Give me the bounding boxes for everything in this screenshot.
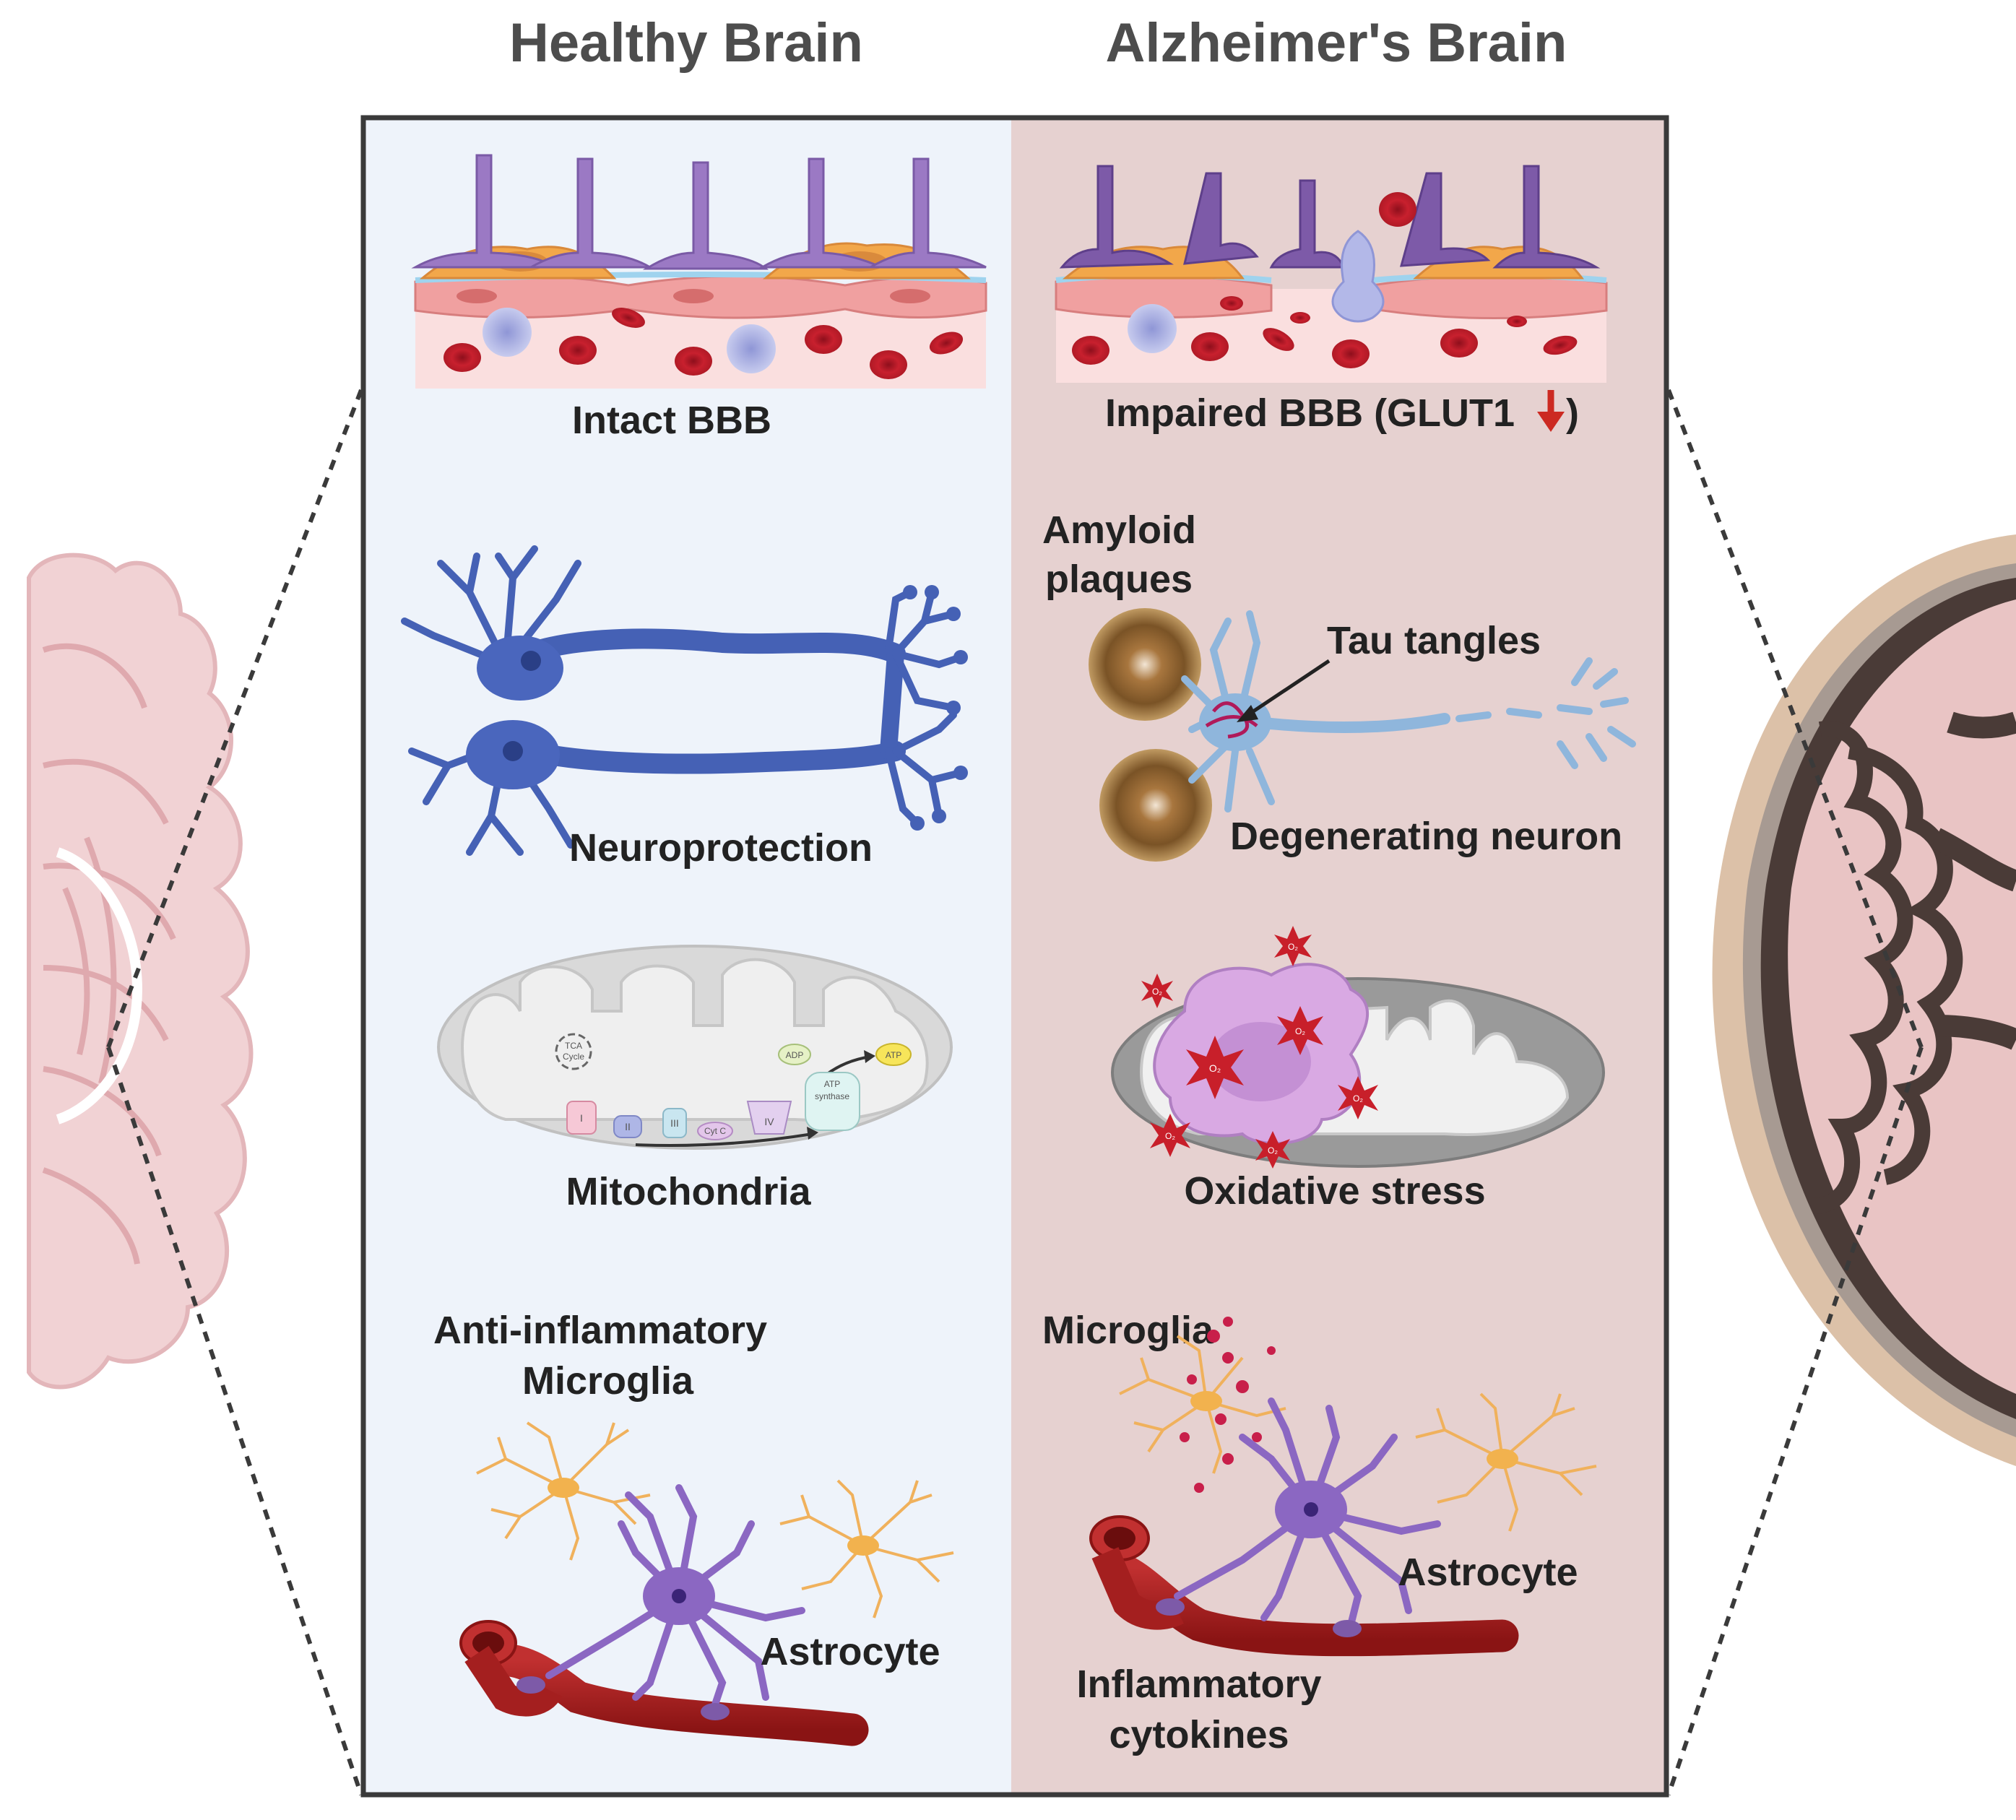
label-tca-1: TCA — [565, 1041, 582, 1051]
intact-bbb-illustration — [411, 154, 987, 389]
label-oxidative-stress: Oxidative stress — [1184, 1169, 1485, 1213]
inflammatory-glia-illustration — [1089, 1317, 1597, 1657]
label-cyt-c: Cyt C — [704, 1126, 726, 1136]
ros-label: O₂ — [1209, 1062, 1221, 1074]
amyloid-plaque-lower — [1099, 749, 1212, 862]
healthy-glia-illustration — [459, 1421, 954, 1746]
header-healthy-brain: Healthy Brain — [509, 12, 863, 74]
label-astrocyte-alz: Astrocyte — [1398, 1551, 1578, 1594]
ros-burst-icon: O₂ — [1186, 1036, 1244, 1099]
label-anti-inflammatory: Anti-inflammatory — [433, 1309, 767, 1352]
label-complex-iii: III — [670, 1117, 679, 1129]
cytokine-dots — [1180, 1317, 1276, 1493]
ros-burst-icon: O₂ — [1274, 926, 1312, 966]
healthy-mitochondria-illustration: TCA Cycle ADP ATP ATP synthase I II III … — [437, 945, 953, 1150]
label-impaired-bbb-text: Impaired BBB (GLUT1 — [1105, 391, 1515, 435]
ros-burst-icon: O₂ — [1150, 1114, 1190, 1157]
amyloid-plaque-upper — [1089, 608, 1201, 721]
ros-label: O₂ — [1353, 1093, 1363, 1104]
label-complex-i: I — [580, 1112, 583, 1124]
header-alzheimers-brain: Alzheimer's Brain — [1106, 12, 1567, 74]
ros-burst-icon: O₂ — [1277, 1006, 1323, 1055]
ros-label: O₂ — [1152, 987, 1162, 997]
label-tau-tangles: Tau tangles — [1327, 619, 1541, 662]
label-tca-2: Cycle — [563, 1052, 584, 1062]
label-impaired-bbb-close: ) — [1566, 391, 1579, 435]
label-atp: ATP — [886, 1050, 901, 1060]
label-neuroprotection: Neuroprotection — [569, 826, 873, 870]
oxidative-stress-illustration: O₂ O₂ O₂ O₂ O₂ O₂ — [1111, 926, 1605, 1169]
label-amyloid-plaques-1: Amyloid — [1042, 508, 1196, 552]
ros-label: O₂ — [1165, 1131, 1175, 1141]
ros-burst-icon: O₂ — [1338, 1076, 1378, 1119]
label-atp-synthase-2: synthase — [815, 1091, 849, 1101]
label-microglia-healthy: Microglia — [522, 1359, 694, 1403]
ros-label: O₂ — [1295, 1026, 1305, 1036]
alzheimers-brain-illustration — [1712, 534, 2016, 1466]
label-mitochondria: Mitochondria — [566, 1170, 812, 1213]
tau-pointer-arrow — [1237, 659, 1331, 722]
healthy-neuron-illustration — [401, 545, 968, 856]
ros-burst-icon: O₂ — [1255, 1131, 1290, 1169]
label-impaired-bbb: Impaired BBB (GLUT1 — [1105, 391, 1515, 435]
glut1-down-arrow-icon — [1537, 390, 1565, 432]
label-astrocyte-healthy: Astrocyte — [760, 1630, 940, 1673]
ros-label: O₂ — [1268, 1145, 1278, 1156]
ros-burst-icon: O₂ — [1141, 974, 1173, 1008]
label-adp: ADP — [786, 1050, 804, 1060]
degenerating-neuron-illustration — [1089, 608, 1636, 862]
label-cytokines: cytokines — [1109, 1713, 1289, 1756]
panel-border — [360, 115, 1669, 1798]
label-atp-synthase-1: ATP — [824, 1079, 840, 1089]
ros-label: O₂ — [1288, 942, 1298, 952]
impaired-bbb-illustration — [1055, 165, 1608, 383]
label-complex-iv: IV — [764, 1116, 774, 1127]
label-amyloid-plaques-2: plaques — [1045, 558, 1193, 601]
label-intact-bbb: Intact BBB — [572, 399, 771, 442]
label-degenerating-neuron: Degenerating neuron — [1230, 815, 1622, 858]
label-microglia-alz: Microglia — [1042, 1309, 1214, 1352]
label-complex-ii: II — [625, 1121, 631, 1132]
label-inflammatory: Inflammatory — [1076, 1663, 1321, 1706]
zoom-lines — [106, 389, 1924, 1795]
ros-bursts: O₂ O₂ O₂ O₂ O₂ O₂ — [1141, 926, 1378, 1169]
